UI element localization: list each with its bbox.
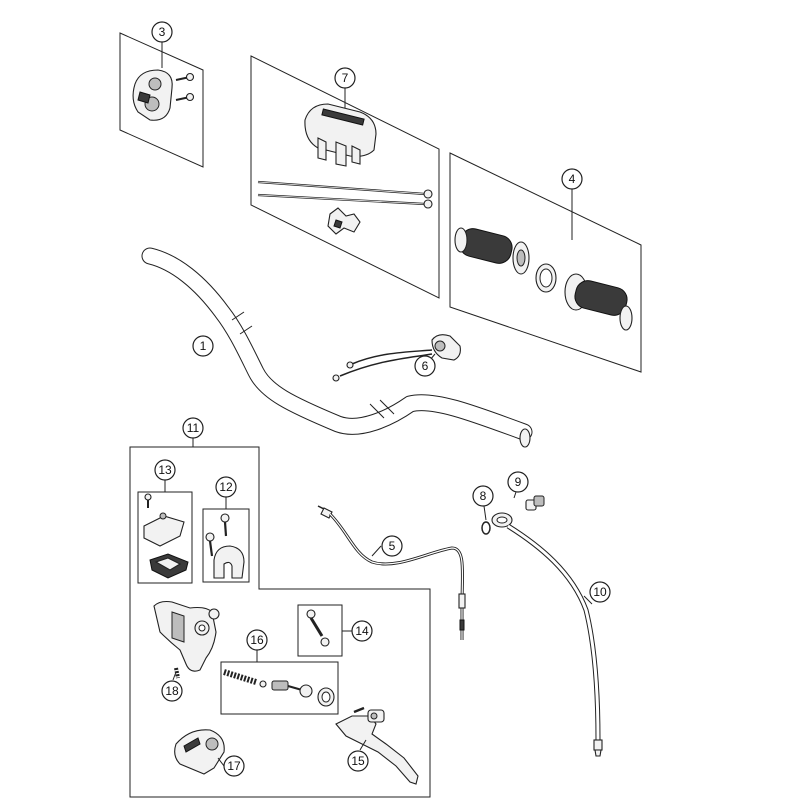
callout-16-label: 16 [250, 633, 264, 647]
o-ring [481, 521, 491, 535]
clutch-cable [317, 505, 466, 640]
switch-housing [132, 69, 173, 121]
handlebar-cover [304, 103, 377, 167]
callout-13: 13 [154, 459, 176, 481]
throttle-grip [454, 227, 530, 275]
callout-17: 17 [223, 755, 245, 777]
bleeder-spring [172, 667, 180, 681]
hot-start-fitting [525, 495, 545, 511]
clamp-with-screws [205, 513, 245, 579]
hot-start-parts [481, 491, 603, 757]
switch-screws [175, 72, 195, 102]
callout-9: 9 [507, 471, 529, 493]
piston-kit [223, 669, 335, 707]
left-grip [564, 273, 633, 331]
callout-5: 5 [381, 535, 403, 557]
callout-6: 6 [414, 355, 436, 377]
callout-1-label: 1 [200, 339, 207, 353]
group-4-frame [449, 152, 642, 373]
group-7-frame [250, 55, 440, 299]
callout-8: 8 [472, 485, 494, 507]
mounting-bracket [327, 207, 361, 235]
callout-12-label: 12 [219, 480, 233, 494]
callout-17-label: 17 [227, 759, 241, 773]
group-7-cover [250, 55, 440, 299]
callout-15-label: 15 [351, 754, 365, 768]
adjuster-screw [306, 609, 330, 647]
callout-11: 11 [182, 417, 204, 439]
callout-8-label: 8 [480, 489, 487, 503]
callout-6-label: 6 [422, 359, 429, 373]
callout-18-label: 18 [165, 684, 179, 698]
hot-start-cable [491, 512, 603, 757]
callout-3: 3 [151, 21, 173, 43]
group-3-switch [119, 32, 204, 168]
callout-4-label: 4 [569, 172, 576, 186]
handlebar [141, 247, 533, 448]
callout-11-label: 11 [187, 421, 200, 435]
group-11-clutch [129, 438, 431, 798]
cable-ties [257, 180, 433, 209]
callout-14-label: 14 [355, 624, 369, 638]
callout-10: 10 [589, 581, 611, 603]
callout-7: 7 [334, 67, 356, 89]
callout-10-label: 10 [593, 585, 607, 599]
callout-3-label: 3 [159, 25, 166, 39]
callout-16: 16 [246, 629, 268, 651]
callout-5-label: 5 [389, 539, 396, 553]
master-cylinder-body [153, 600, 220, 672]
callout-14: 14 [351, 620, 373, 642]
callout-7-label: 7 [342, 71, 349, 85]
callout-13-label: 13 [158, 463, 172, 477]
group-4-grips [449, 152, 642, 373]
callout-18: 18 [161, 680, 183, 702]
kill-switch [332, 334, 461, 382]
callout-12: 12 [215, 476, 237, 498]
callout-15: 15 [347, 750, 369, 772]
clutch-lever [335, 706, 419, 785]
throttle-tube [535, 263, 557, 293]
callout-1: 1 [192, 335, 214, 357]
callout-4: 4 [561, 168, 583, 190]
callout-9-label: 9 [515, 475, 522, 489]
reservoir-cover [143, 493, 189, 579]
lever-guard [174, 729, 225, 775]
